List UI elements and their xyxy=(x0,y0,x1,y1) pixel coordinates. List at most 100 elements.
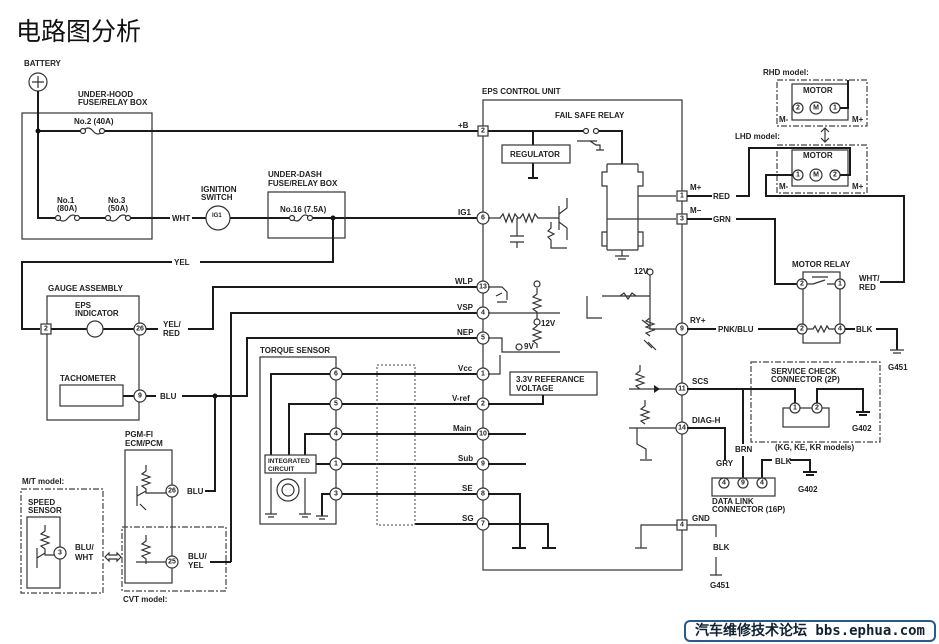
yel-wire-label: YEL xyxy=(174,258,190,267)
diagram-label: 1 xyxy=(833,105,837,112)
diagram-line xyxy=(718,477,730,489)
diagram-label: BLK xyxy=(775,457,792,466)
diagram-line xyxy=(79,127,87,135)
diagram-label: GND xyxy=(692,514,710,523)
diagram-label: 4 xyxy=(680,522,684,529)
diagram-line xyxy=(288,214,296,222)
battery-label: BATTERY xyxy=(24,59,62,68)
diagram-label: CONNECTOR (2P) xyxy=(771,375,840,384)
diagram-line xyxy=(807,276,835,334)
diagram-line xyxy=(98,127,106,135)
diagram-label: CVT model: xyxy=(123,595,167,604)
diagram-label: 2 xyxy=(481,401,485,408)
diagram-label: BLK xyxy=(713,543,730,552)
diagram-line xyxy=(165,484,179,498)
diagram-label: VOLTAGE xyxy=(516,384,554,393)
diagram-line xyxy=(281,483,295,497)
double-arrow-icon xyxy=(104,551,122,563)
diagram-line xyxy=(515,343,523,351)
diagram-label: No.16 (7.5A) xyxy=(280,205,327,214)
service-check-box xyxy=(750,361,881,443)
diagram-label: SENSOR xyxy=(28,506,62,515)
under-dash-label-2: FUSE/RELAY BOX xyxy=(268,179,338,188)
diagram-line xyxy=(73,214,81,222)
diagram-label: 2 xyxy=(44,326,48,333)
under-hood-fuse-box xyxy=(21,112,153,240)
diagram-line xyxy=(582,127,590,135)
eps-indicator-bulb-icon xyxy=(86,320,104,338)
diagram-label: No.3 xyxy=(108,196,126,205)
vsp-wire xyxy=(230,312,477,562)
diagram-label: YEL/ xyxy=(163,320,182,329)
lhd-label: LHD model: xyxy=(735,132,780,141)
diagram-line xyxy=(592,127,600,135)
diagram-label: CIRCUIT xyxy=(268,466,294,473)
diagram-label: BLU xyxy=(187,487,204,496)
diagram-label: 1 xyxy=(793,405,797,412)
motor-wires xyxy=(687,147,905,283)
fuse-no2: No.2 (40A) xyxy=(74,117,114,135)
diagram-line xyxy=(136,465,166,511)
diagram-line xyxy=(291,214,311,222)
watermark: 汽车维修技术论坛 bbs.ephua.com xyxy=(684,620,936,642)
diagram-label: SG xyxy=(462,514,474,523)
diagram-label: SWITCH xyxy=(201,193,233,202)
diagram-label: RED xyxy=(163,329,180,338)
diagram-label: 4 xyxy=(760,480,764,487)
diagram-label: M/T model: xyxy=(22,477,64,486)
diagram-label: Vcc xyxy=(458,364,473,373)
diagram-label: 4 xyxy=(481,310,485,317)
diagram-line xyxy=(53,546,67,560)
ig1-wire xyxy=(37,91,483,219)
diagram-line xyxy=(687,388,870,416)
diagram-line xyxy=(488,198,568,249)
diagram-label: G402 xyxy=(852,424,872,433)
diagram-label: (KG, KE, KR models) xyxy=(775,443,854,452)
gauge-assembly xyxy=(46,295,140,421)
tachometer-label: TACHOMETER xyxy=(60,374,116,383)
under-hood-label-2: FUSE/RELAY BOX xyxy=(78,98,148,107)
torque-pins: 6 5 4 1 3 xyxy=(329,367,343,501)
regulator xyxy=(501,144,571,164)
diagram-label: G451 xyxy=(710,581,730,590)
diagram-label: CONNECTOR (16P) xyxy=(712,505,786,514)
diagram-label: G402 xyxy=(798,485,818,494)
diagram-label: 11 xyxy=(678,386,686,393)
fuse-no3: No.3(50A) xyxy=(104,196,132,222)
diagram-line xyxy=(136,535,166,564)
diagram-label: 1 xyxy=(481,371,485,378)
diagram-line xyxy=(265,478,328,520)
blu-wire xyxy=(205,396,216,492)
fuse-no16: No.16 (7.5A) xyxy=(280,205,327,222)
diagram-label: EPS xyxy=(75,301,92,310)
under-hood-label: UNDER-HOOD xyxy=(78,90,133,99)
plus-icon xyxy=(32,76,44,88)
page-title: 电路图分析 xyxy=(16,17,142,46)
diagram-label: 13 xyxy=(479,284,487,291)
diagram-label: +B xyxy=(458,121,469,130)
tachometer xyxy=(59,384,124,407)
diagram-label: 4 xyxy=(334,431,338,438)
diagram-label: MOTOR xyxy=(803,151,833,160)
diagram-label: BLU/ xyxy=(188,552,207,561)
diagram-label: 1 xyxy=(680,193,684,200)
diagram-line xyxy=(36,525,54,568)
diagram-line xyxy=(601,163,676,260)
diagram-label: RED xyxy=(859,283,876,292)
diagram-label: BLU xyxy=(160,392,177,401)
diagram-line xyxy=(205,205,231,231)
diagram-line xyxy=(791,149,849,187)
diagram-label: 9 xyxy=(138,393,142,400)
diagram-line xyxy=(124,214,132,222)
diagram-label: (80A) xyxy=(57,204,77,213)
diagram-label: 1 xyxy=(334,461,338,468)
diagram-line xyxy=(165,555,179,569)
diagram-label: 26 xyxy=(168,488,176,495)
diagram-label: 9 xyxy=(741,480,745,487)
motor-relay-title: MOTOR RELAY xyxy=(792,260,851,269)
diagram-label: SERVICE CHECK xyxy=(771,367,837,376)
diagram-label: 2 xyxy=(800,326,804,333)
diagram-line xyxy=(809,101,823,115)
diagram-label: 6 xyxy=(481,215,485,222)
